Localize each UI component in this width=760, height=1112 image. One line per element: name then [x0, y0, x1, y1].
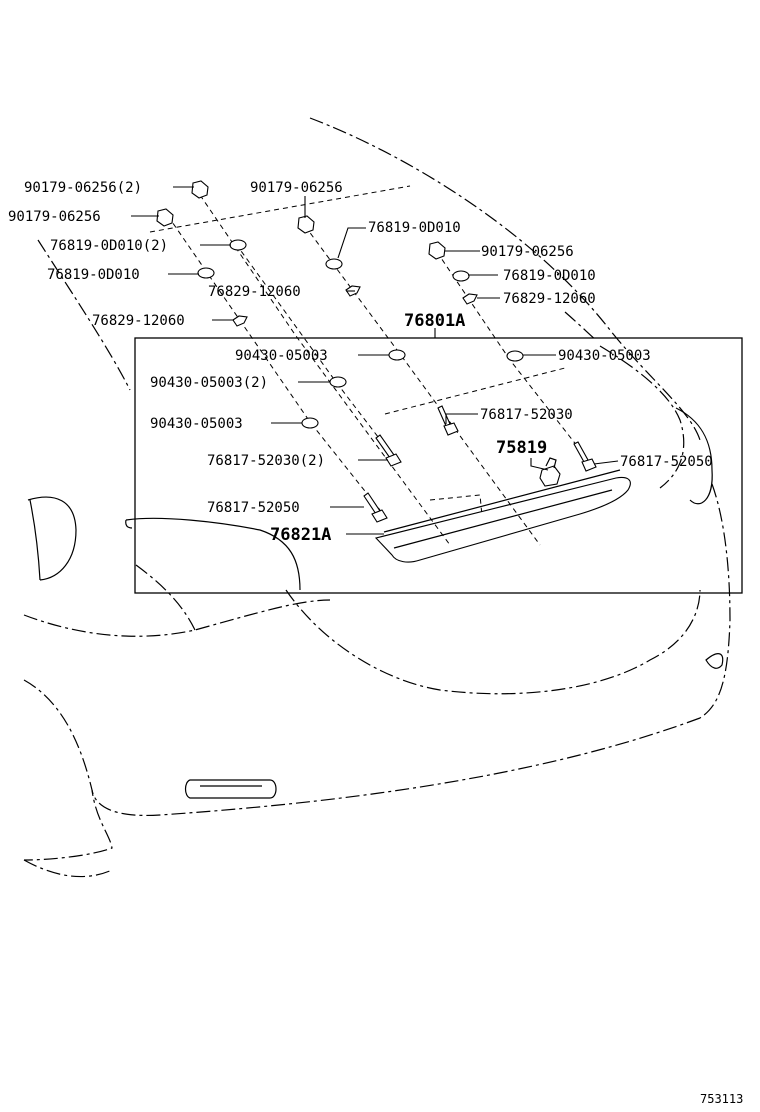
label-90430-05003-qty2: 90430-05003(2): [150, 375, 268, 391]
label-76819-0d010-b: 76819-0D010: [47, 267, 140, 283]
label-76817-52050-a: 76817-52050: [620, 454, 713, 470]
label-76821a: 76821A: [270, 525, 331, 545]
label-90430-05003-c: 90430-05003: [150, 416, 243, 432]
label-76829-12060-a: 76829-12060: [208, 284, 301, 300]
diagram-reference-number: 753113: [700, 1092, 743, 1106]
assembly-frame: [134, 337, 743, 594]
label-76817-52030-qty2: 76817-52030(2): [207, 453, 325, 469]
label-90179-06256-c: 90179-06256: [481, 244, 574, 260]
label-76829-12060-c: 76829-12060: [503, 291, 596, 307]
label-90179-06256-a: 90179-06256: [250, 180, 343, 196]
label-76829-12060-b: 76829-12060: [92, 313, 185, 329]
label-76801a: 76801A: [404, 311, 465, 331]
rear-garnish: [374, 469, 631, 563]
stud-bolts: [363, 405, 597, 523]
emblem-clip: [539, 457, 561, 487]
fastener-nuts: [156, 180, 446, 260]
label-76819-0d010-a: 76819-0D010: [368, 220, 461, 236]
label-75819: 75819: [496, 438, 547, 458]
label-76819-0d010-qty2: 76819-0D010(2): [50, 238, 168, 254]
part-labels: 90179-06256(2) 90179-06256 90179-06256 7…: [8, 180, 713, 545]
label-76817-52050-b: 76817-52050: [207, 500, 300, 516]
label-90179-06256-qty2: 90179-06256(2): [24, 180, 142, 196]
label-90179-06256-b: 90179-06256: [8, 209, 101, 225]
label-76817-52030-a: 76817-52030: [480, 407, 573, 423]
label-76819-0d010-c: 76819-0D010: [503, 268, 596, 284]
car-body-outline: [23, 117, 731, 878]
leader-lines: [131, 186, 619, 535]
label-90430-05003-a: 90430-05003: [235, 348, 328, 364]
rubber-washers: [197, 239, 524, 429]
label-90430-05003-b: 90430-05003: [558, 348, 651, 364]
